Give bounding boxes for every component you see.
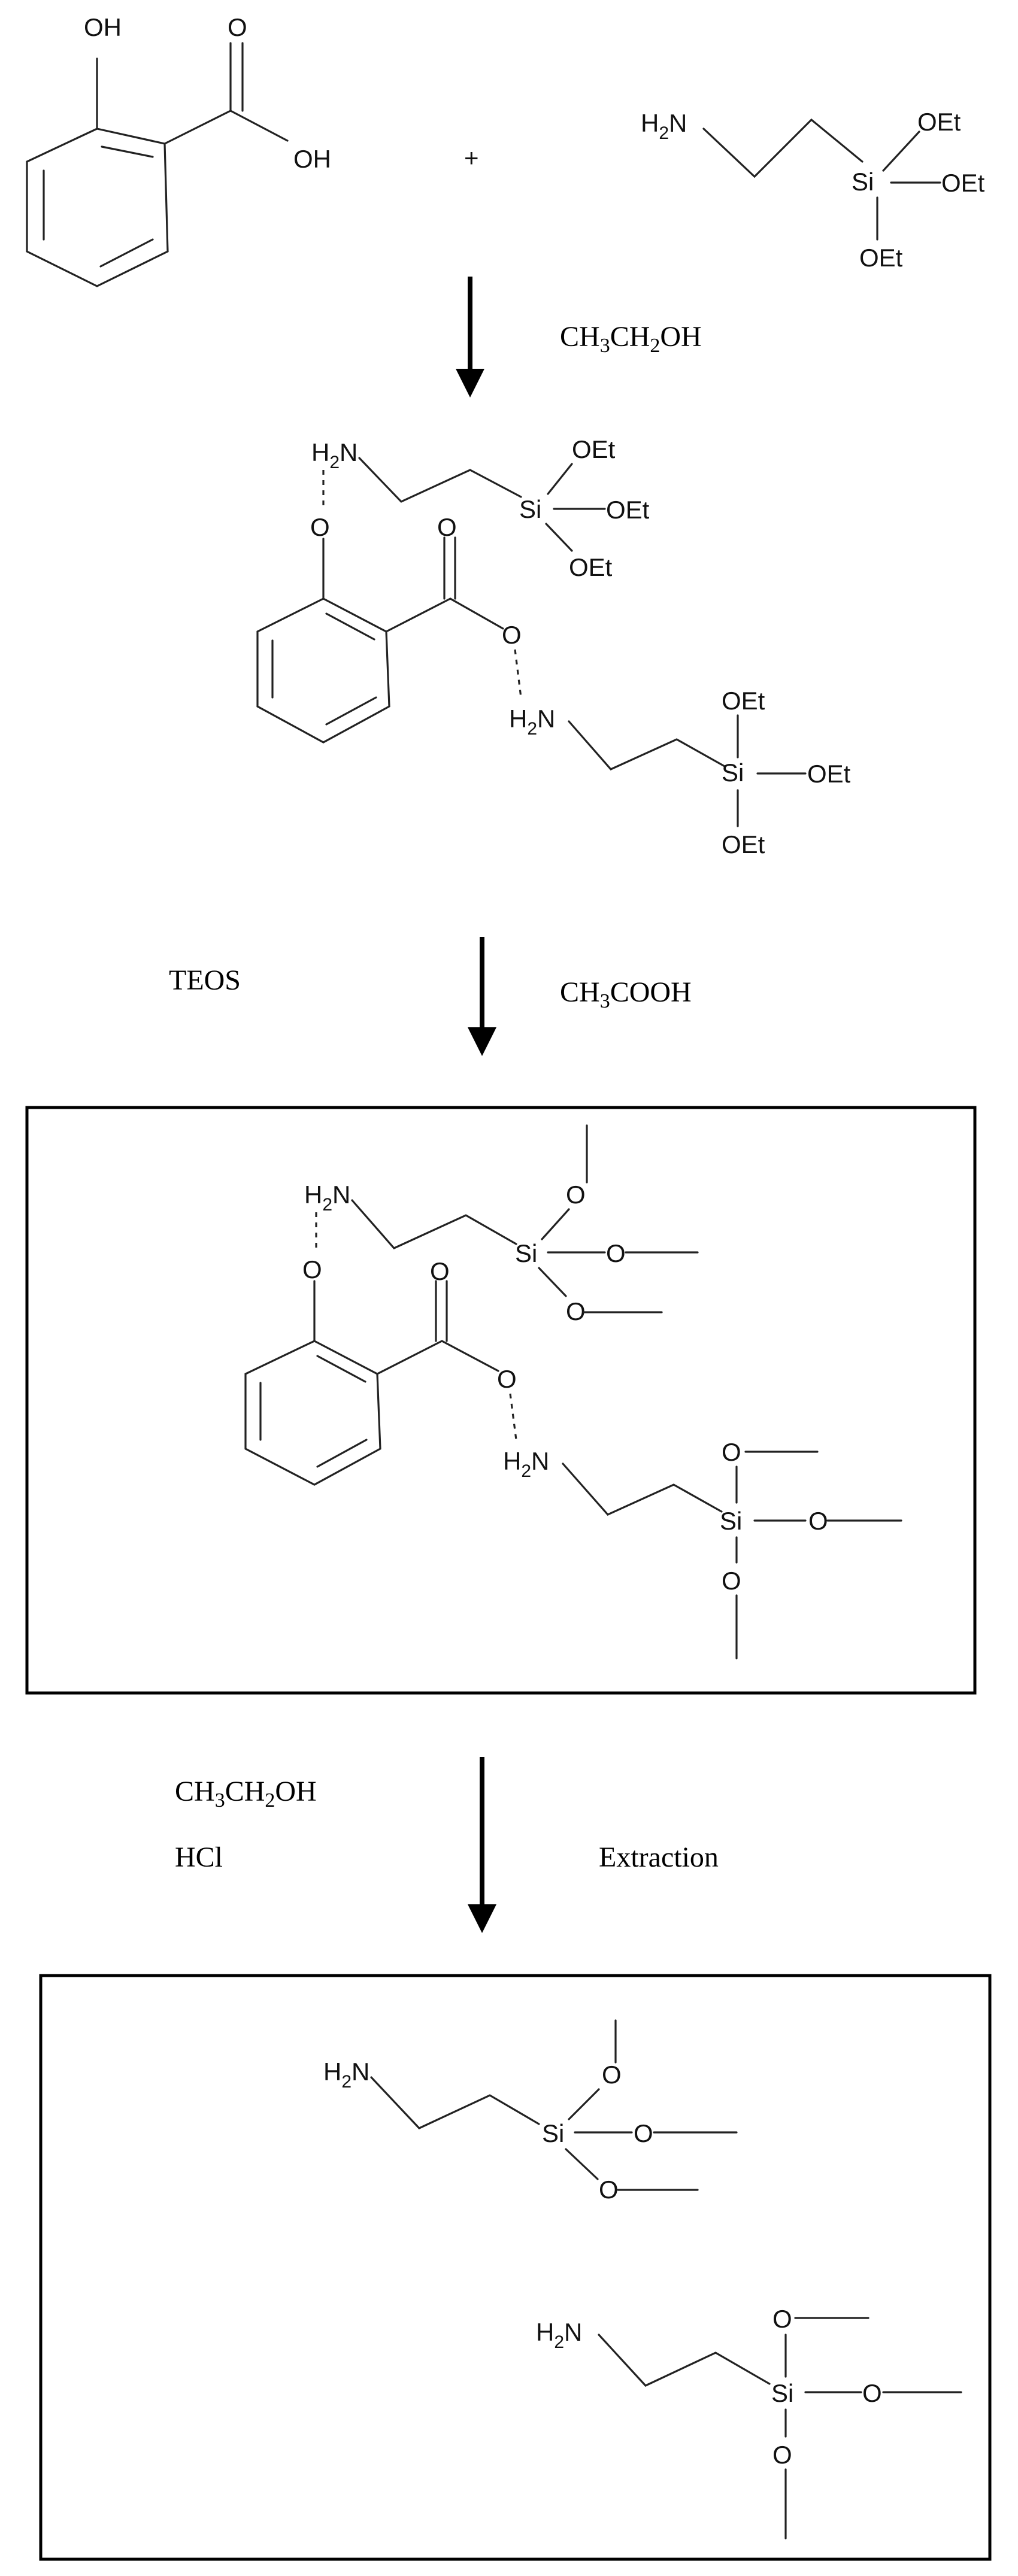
box1-phenolate-o-label: O — [302, 1255, 322, 1284]
int-si1-oet-label-2: OEt — [606, 496, 650, 524]
step3-left-reagent-line1: CH3CH2OH — [175, 1776, 317, 1812]
box2-amine2-n-label: N — [564, 2318, 582, 2346]
salicylic-carbonyl-o-label: O — [228, 13, 247, 41]
box1-amine2-n-label: N — [531, 1447, 549, 1475]
box1-si1-o-label-3: O — [566, 1297, 586, 1325]
step3-left-reagent-line2: HCl — [175, 1841, 223, 1873]
box1-si2-label: Si — [720, 1507, 742, 1535]
box1-amine1-h-label: H — [304, 1181, 322, 1209]
imprinted-silica-structure: H2N Si O O O O O O H2N Si O O O — [244, 1124, 902, 1659]
box2-amine1-n-label: N — [352, 2058, 369, 2086]
step2-left-reagent: TEOS — [169, 964, 241, 996]
step2-right-reagent: CH3COOH — [560, 976, 692, 1012]
int-phenolate-o-label: O — [310, 513, 330, 541]
box2-si1-o-label-2: O — [634, 2119, 653, 2147]
salicylic-acid-structure: OH O OH — [26, 13, 331, 287]
box1-amine1-n-label: N — [332, 1181, 350, 1209]
int-amine1-h-label: H — [311, 438, 329, 466]
apts-h-label: H — [641, 109, 659, 137]
apts-n-label: N — [669, 109, 687, 137]
box1-si1-o-label-1: O — [566, 1181, 586, 1209]
box1-amine2-h2-subscript: 2 — [521, 1461, 531, 1481]
svg-text:H2N: H2N — [304, 1181, 350, 1215]
svg-text:H2N: H2N — [536, 2318, 582, 2352]
box2-si2-o-label-1: O — [772, 2305, 792, 2333]
box1-si2-o-label-1: O — [722, 1438, 741, 1466]
int-si2-oet-label-2: OEt — [807, 760, 851, 788]
svg-text:H2N: H2N — [503, 1447, 549, 1481]
svg-text:H2N: H2N — [311, 438, 357, 472]
apts-h2-subscript: 2 — [659, 123, 669, 143]
imprinted-silica-box — [25, 1106, 977, 1695]
aminosilane-structure: H2N Si OEt OEt OEt — [641, 108, 985, 272]
box2-si2-o-label-2: O — [862, 2379, 882, 2407]
box2-amine2-h2-subscript: 2 — [554, 2332, 564, 2352]
box2-amine2-h-label: H — [536, 2318, 554, 2346]
int-si2-oet-label-3: OEt — [722, 830, 765, 858]
intermediate-complex-structure: H2N Si OEt OEt OEt O O O H2N Si OEt OEt … — [256, 435, 851, 858]
box1-carbonyl-o-label: O — [430, 1257, 450, 1285]
salicylic-acid-oh-label: OH — [293, 145, 331, 173]
extracted-silica-structure: H2N Si O O O H2N Si O O O — [323, 2019, 962, 2539]
box2-si1-o-label-3: O — [599, 2176, 619, 2204]
plus-sign: + — [464, 144, 479, 172]
int-amine2-h-label: H — [509, 705, 527, 733]
box2-si2-o-label-3: O — [772, 2441, 792, 2469]
svg-text:H2N: H2N — [641, 109, 687, 143]
box1-si2-o-label-3: O — [722, 1567, 741, 1595]
step1-reagent: CH3CH2OH — [560, 321, 702, 357]
box2-amine1-h-label: H — [323, 2058, 341, 2086]
box1-si1-o-label-2: O — [606, 1239, 626, 1267]
apts-oet-label-1: OEt — [917, 108, 961, 136]
extracted-silica-box — [39, 1974, 992, 2561]
salicylic-oh-label: OH — [84, 13, 122, 41]
step3-right-label: Extraction — [599, 1841, 719, 1873]
int-amine1-n-label: N — [340, 438, 357, 466]
int-amine2-h2-subscript: 2 — [527, 719, 537, 739]
int-amine2-n-label: N — [537, 705, 555, 733]
box1-amine2-h-label: H — [503, 1447, 521, 1475]
box1-amine1-h2-subscript: 2 — [322, 1195, 332, 1215]
box2-si1-label: Si — [542, 2119, 564, 2147]
box1-si1-label: Si — [515, 1239, 537, 1267]
box2-si2-label: Si — [771, 2379, 793, 2407]
svg-text:H2N: H2N — [509, 705, 555, 739]
apts-oet-label-2: OEt — [941, 169, 985, 197]
apts-si-label: Si — [852, 168, 874, 196]
int-amine1-h2-subscript: 2 — [329, 453, 340, 472]
svg-text:H2N: H2N — [323, 2058, 369, 2092]
int-carbonyl-o-label: O — [437, 513, 457, 541]
int-si1-oet-label-3: OEt — [569, 553, 613, 581]
int-si1-label: Si — [519, 495, 541, 523]
box2-si1-o-label-1: O — [602, 2061, 622, 2089]
apts-oet-label-3: OEt — [859, 244, 903, 272]
box1-si2-o-label-2: O — [808, 1507, 828, 1535]
int-si2-oet-label-1: OEt — [722, 687, 765, 715]
box1-carboxylate-o-label: O — [497, 1365, 517, 1393]
int-carboxylate-o-label: O — [502, 621, 522, 649]
int-si1-oet-label-1: OEt — [572, 435, 616, 463]
box2-amine1-h2-subscript: 2 — [341, 2072, 352, 2092]
int-si2-label: Si — [722, 758, 744, 787]
